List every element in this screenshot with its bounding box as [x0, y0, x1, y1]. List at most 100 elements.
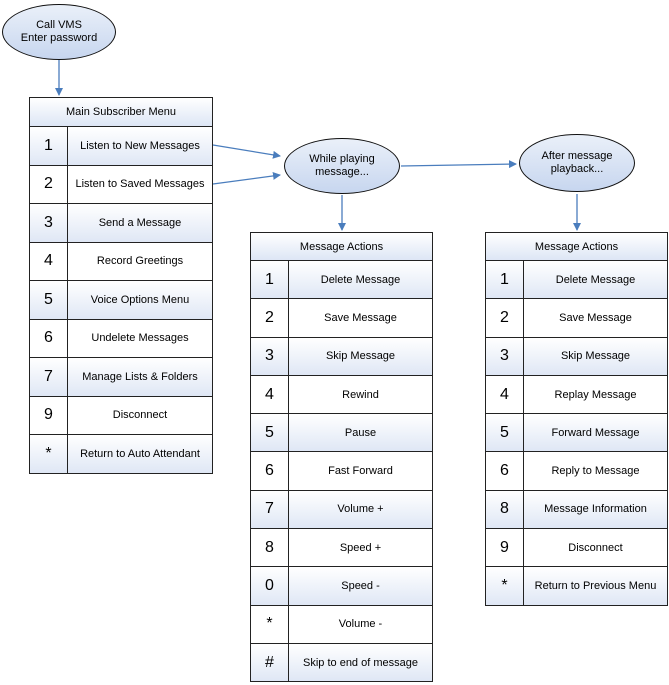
arrow-playing-to-after [400, 160, 517, 169]
start-node-line-1: Call VMS [36, 19, 82, 31]
after-action-key: 6 [486, 452, 524, 490]
main-menu-key: 1 [30, 127, 68, 165]
playing-action-row: *Volume - [251, 605, 432, 644]
main-menu-key: 6 [30, 319, 68, 357]
main-menu-label: Voice Options Menu [68, 281, 212, 319]
playing-action-label: Speed - [289, 567, 432, 605]
main-menu-key: 7 [30, 358, 68, 396]
after-action-label: Save Message [524, 299, 667, 337]
after-action-key: 1 [486, 261, 524, 299]
playing-action-key: 1 [251, 261, 289, 299]
playing-action-key: # [251, 643, 289, 682]
playing-action-label: Skip Message [289, 337, 432, 375]
playing-node-line-2: message... [315, 166, 369, 178]
main-menu-key: 9 [30, 396, 68, 434]
playing-action-key: 7 [251, 490, 289, 529]
after-action-key: 4 [486, 375, 524, 414]
playing-action-row: #Skip to end of message [251, 643, 432, 683]
main-menu-key: * [30, 435, 68, 473]
after-action-label: Delete Message [524, 261, 667, 299]
main-menu-label: Undelete Messages [68, 319, 212, 357]
after-action-row: *Return to Previous Menu [486, 567, 667, 606]
after-action-label: Skip Message [524, 337, 667, 375]
playing-action-key: * [251, 605, 289, 643]
after-action-key: 5 [486, 414, 524, 452]
playing-action-key: 3 [251, 337, 289, 375]
main-menu-label: Listen to Saved Messages [68, 165, 212, 203]
after-action-label: Return to Previous Menu [524, 567, 667, 605]
after-action-label: Message Information [524, 490, 667, 529]
after-action-key: * [486, 567, 524, 605]
main-menu-title: Main Subscriber Menu [30, 98, 212, 127]
playing-action-key: 5 [251, 414, 289, 452]
after-action-key: 3 [486, 337, 524, 375]
playing-action-label: Rewind [289, 375, 432, 414]
playing-actions-title: Message Actions [251, 233, 432, 261]
main-menu-label: Disconnect [68, 396, 212, 434]
main-menu-label: Manage Lists & Folders [68, 358, 212, 396]
playing-action-key: 0 [251, 567, 289, 605]
playing-action-label: Skip to end of message [289, 643, 432, 682]
playing-action-key: 6 [251, 452, 289, 490]
main-menu-key: 4 [30, 242, 68, 280]
after-node-line-1: After message [541, 150, 613, 162]
playing-action-key: 2 [251, 299, 289, 337]
after-action-label: Reply to Message [524, 452, 667, 490]
arrow-listen-saved-to-playing [212, 171, 281, 185]
after-node-line-2: playback... [550, 163, 604, 175]
after-action-key: 9 [486, 529, 524, 567]
playing-action-label: Speed + [289, 529, 432, 567]
main-menu-key: 3 [30, 204, 68, 242]
after-action-key: 8 [486, 490, 524, 529]
main-menu-row: *Return to Auto Attendant [30, 435, 212, 474]
playing-node: While playing message... [284, 138, 400, 194]
after-action-key: 2 [486, 299, 524, 337]
playing-action-key: 8 [251, 529, 289, 567]
main-menu-key: 5 [30, 281, 68, 319]
playing-action-label: Delete Message [289, 261, 432, 299]
playing-action-label: Pause [289, 414, 432, 452]
arrow-listen-new-to-playing [212, 144, 281, 159]
playing-action-label: Volume + [289, 490, 432, 529]
after-actions-title: Message Actions [486, 233, 667, 261]
after-action-label: Disconnect [524, 529, 667, 567]
main-menu-label: Return to Auto Attendant [68, 435, 212, 473]
playing-action-label: Save Message [289, 299, 432, 337]
after-node: After message playback... [519, 134, 635, 192]
main-menu-label: Send a Message [68, 204, 212, 242]
playing-node-line-1: While playing [309, 153, 375, 165]
main-menu-label: Listen to New Messages [68, 127, 212, 165]
start-node-line-2: Enter password [20, 32, 98, 44]
main-menu-label: Record Greetings [68, 242, 212, 280]
main-menu-key: 2 [30, 165, 68, 203]
after-action-label: Forward Message [524, 414, 667, 452]
